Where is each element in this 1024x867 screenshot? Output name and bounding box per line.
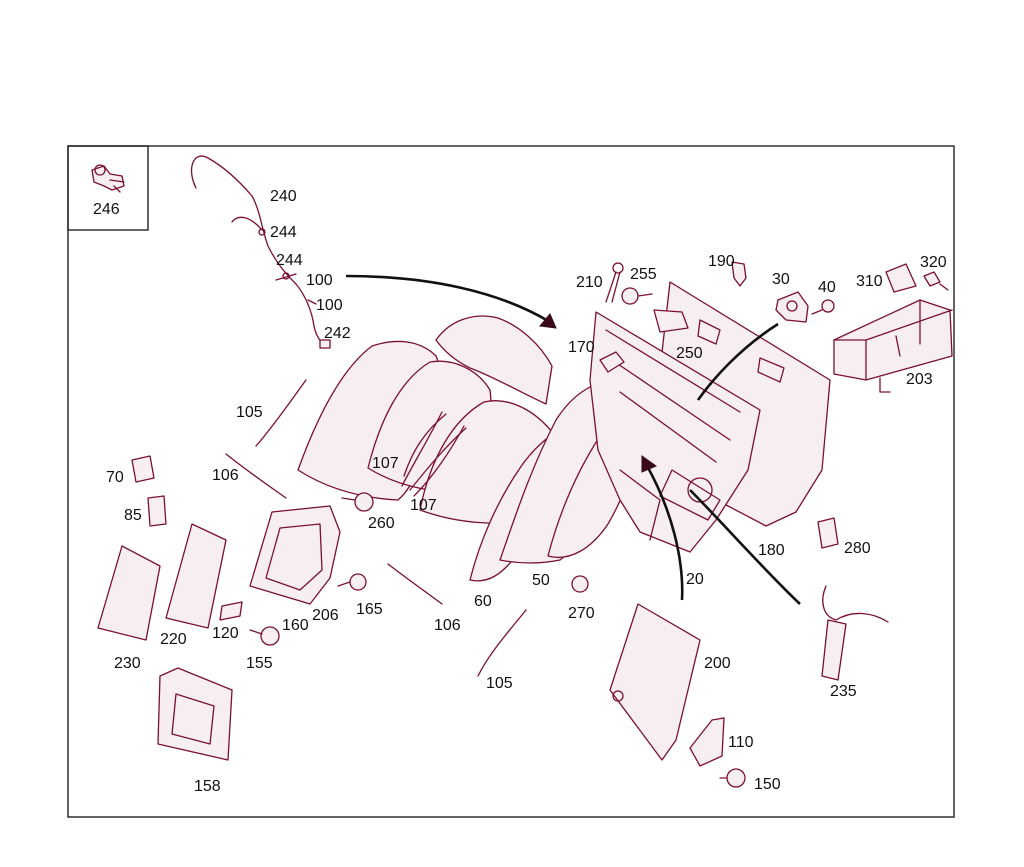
part-155-screw: [249, 626, 280, 646]
callout-170: 170: [568, 339, 595, 356]
part-165-screw: [337, 573, 367, 591]
callout-110: 110: [728, 734, 754, 751]
callout-320: 320: [920, 254, 947, 271]
callout-270: 270: [568, 605, 595, 622]
callout-107: 107: [372, 455, 399, 472]
assembly-arrows: [345, 274, 801, 605]
inset-box: [67, 145, 149, 231]
callout-250: 250: [676, 345, 703, 362]
callout-180: 180: [758, 542, 785, 559]
callout-155: 155: [246, 655, 273, 672]
callout-85: 85: [124, 507, 142, 524]
part-210-bolt: [605, 262, 624, 303]
callout-255: 255: [630, 266, 657, 283]
part-107-rods: [401, 411, 465, 497]
part-230-pad: [97, 545, 161, 641]
callout-70: 70: [106, 469, 124, 486]
callout-244: 244: [276, 252, 303, 269]
part-30-clamp: [775, 291, 809, 323]
part-20-seat-frame: [589, 311, 761, 553]
callout-120: 120: [212, 625, 239, 642]
callout-240: 240: [270, 188, 297, 205]
part-190-clip: [731, 261, 747, 287]
callout-220: 220: [160, 631, 187, 648]
callout-206: 206: [312, 607, 339, 624]
part-200-cover: [609, 603, 701, 761]
part-220-panel: [165, 523, 227, 629]
part-310-hinge: [885, 263, 917, 293]
part-70-clip: [131, 455, 155, 483]
callout-190: 190: [708, 253, 735, 270]
callout-40: 40: [818, 279, 836, 296]
callout-106: 106: [212, 467, 239, 484]
diagram-frame: [67, 145, 955, 818]
callout-235: 235: [830, 683, 857, 700]
part-270-nut: [571, 575, 589, 593]
callout-labels: 240 244 244 100 100 242 105 106 70 85 10…: [106, 188, 947, 795]
callout-242: 242: [324, 325, 351, 342]
part-110-bracket: [689, 717, 725, 767]
inset-callout-246: 246: [93, 201, 120, 218]
callout-100: 100: [316, 297, 343, 314]
callout-244: 244: [270, 224, 297, 241]
part-105-rod-bottom: [477, 609, 527, 677]
part-260-screw: [341, 492, 374, 512]
part-240-wiring: [191, 155, 331, 349]
callout-50: 50: [532, 572, 550, 589]
callout-20: 20: [686, 571, 704, 588]
callout-203: 203: [906, 371, 933, 388]
part-85-clip: [147, 495, 167, 527]
part-203-box: [833, 299, 953, 393]
part-106-rod-left: [225, 453, 287, 499]
part-320-pin: [923, 271, 949, 291]
callout-107: 107: [410, 497, 437, 514]
callout-260: 260: [368, 515, 395, 532]
callout-230: 230: [114, 655, 141, 672]
part-150-fastener: [719, 768, 746, 788]
callout-30: 30: [772, 271, 790, 288]
part-206-160-module: [249, 505, 341, 605]
callout-160: 160: [282, 617, 309, 634]
part-40-screw: [811, 299, 835, 315]
callout-150: 150: [754, 776, 781, 793]
callout-280: 280: [844, 540, 871, 557]
callout-106: 106: [434, 617, 461, 634]
part-246-connector: [91, 164, 125, 193]
callout-105: 105: [236, 404, 263, 421]
callout-165: 165: [356, 601, 383, 618]
part-280-clip: [817, 517, 839, 549]
callout-310: 310: [856, 273, 883, 290]
part-158-housing: [157, 667, 233, 761]
part-250-bracket: [653, 309, 689, 333]
part-235-cable: [821, 585, 889, 681]
part-255-nut: [621, 287, 653, 305]
part-106-rod-right: [387, 563, 443, 605]
callout-210: 210: [576, 274, 603, 291]
callout-60: 60: [474, 593, 492, 610]
callout-100: 100: [306, 272, 333, 289]
callout-200: 200: [704, 655, 731, 672]
callout-105: 105: [486, 675, 513, 692]
part-120-bracket: [219, 601, 243, 621]
callout-158: 158: [194, 778, 221, 795]
part-105-rod-top: [255, 379, 307, 447]
part-170-insert: [599, 351, 625, 373]
